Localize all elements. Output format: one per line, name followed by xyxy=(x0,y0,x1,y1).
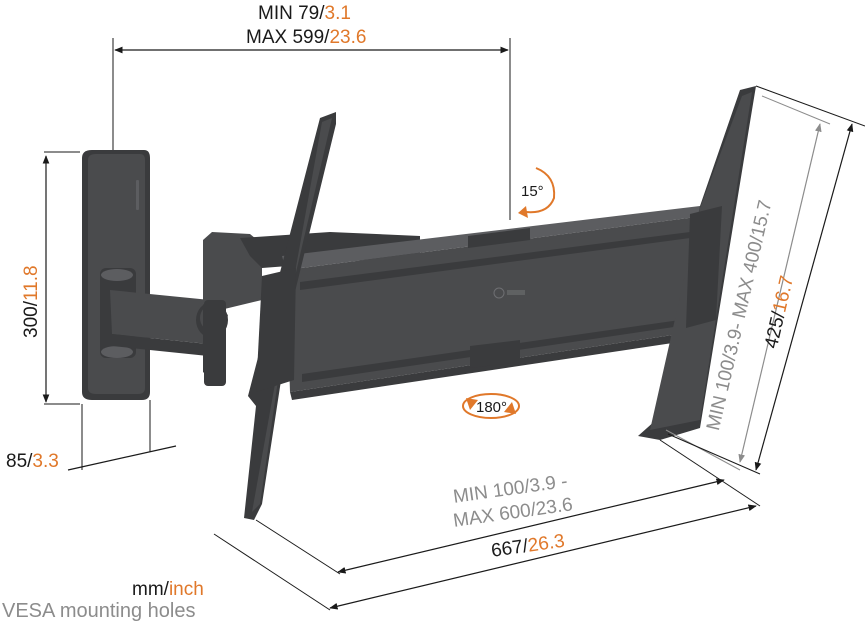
tilt-badge: 15° xyxy=(521,183,544,200)
brand-logo-icon xyxy=(493,287,525,299)
tilt-arrow-icon xyxy=(518,167,556,218)
dimension-lines xyxy=(42,38,865,611)
arm-max-label: MAX 599/23.6 xyxy=(246,27,367,48)
rotate-arrow-icon xyxy=(462,393,520,419)
wall-depth-label: 85/3.3 xyxy=(6,451,59,472)
right-vertical-rail xyxy=(638,86,756,440)
arm-min-label: MIN 79/3.1 xyxy=(258,3,351,24)
wall-height-label: 300/11.8 xyxy=(21,265,42,338)
vesa-note: VESA mounting holes xyxy=(2,600,196,622)
left-vertical-rail xyxy=(244,112,336,520)
unit-legend: mm/inch xyxy=(132,579,204,600)
horizontal-bracket xyxy=(282,206,706,400)
upper-arm xyxy=(203,232,420,386)
rotate-badge: 180° xyxy=(476,399,508,416)
